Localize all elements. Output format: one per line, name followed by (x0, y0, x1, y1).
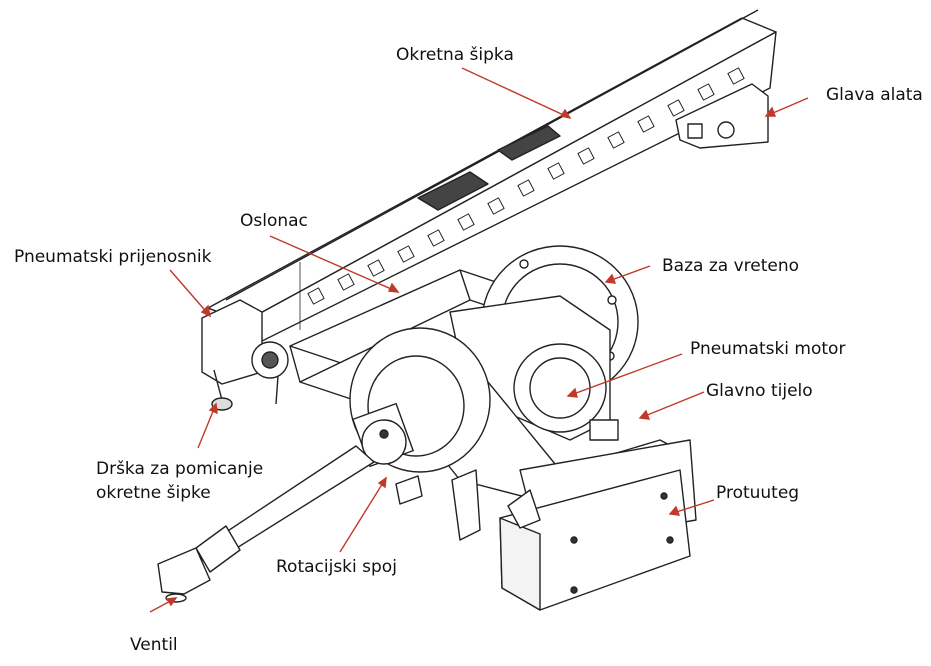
label-baza-za-vreteno: Baza za vreteno (662, 256, 800, 276)
rotary-housing (349, 327, 491, 473)
label-pneumatski-prijenosnik: Pneumatski prijenosnik (14, 247, 212, 267)
arm-slots (307, 67, 745, 305)
handle-rod (157, 445, 375, 603)
label-glava-alata: Glava alata (826, 85, 923, 105)
label-ventil: Ventil (130, 635, 178, 655)
counterweight (499, 469, 691, 611)
fittings (395, 469, 541, 541)
label-oslonac: Oslonac (240, 211, 308, 231)
label-drska-line2: okretne šipke (96, 483, 211, 503)
tool-head (675, 83, 769, 149)
leader-lines (149, 67, 809, 613)
label-okretna-sipka: Okretna šipka (396, 45, 514, 65)
label-drska-line1: Drška za pomicanje (96, 459, 264, 479)
label-protuuteg: Protuuteg (716, 483, 800, 503)
label-glavno-tijelo: Glavno tijelo (706, 381, 813, 401)
label-rotacijski-spoj: Rotacijski spoj (276, 557, 397, 577)
label-pneumatski-motor: Pneumatski motor (690, 339, 846, 359)
